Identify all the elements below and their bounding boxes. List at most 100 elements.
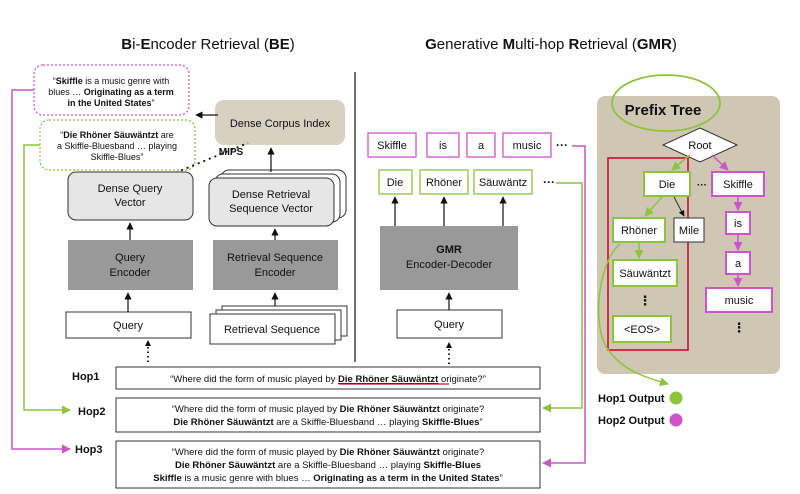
prefix-tree-highlight-ellipse — [611, 74, 721, 132]
retrieval-sequence-box — [209, 313, 336, 345]
hop3-label: Hop3 — [75, 444, 103, 456]
hop2-query-line1: “Where did the form of music played by D… — [172, 404, 485, 415]
tree-node-a — [725, 251, 751, 275]
prefix-tree-title: Prefix Tree — [625, 102, 702, 119]
hop1-output-dot — [669, 391, 683, 405]
be-dotted-arrowhead — [145, 340, 151, 346]
hop3-query-line2: Die Rhöner Säuwäntzt are a Skiffle-Blues… — [175, 460, 481, 471]
connector-gmr-skiffle-to-hop3 — [542, 145, 586, 468]
mips-label: MIPS — [219, 147, 244, 158]
hop1-label: Hop1 — [72, 371, 100, 383]
tree-node-mile-label: Mile — [679, 225, 699, 237]
gmr-top-ellipsis: ··· — [556, 138, 568, 152]
gmr-token-die-label: Die — [387, 177, 404, 189]
connector-be-doc2-to-hop2 — [23, 144, 71, 415]
edge-die-rhoner — [644, 196, 663, 217]
gmr-token-sauwantz-label: Säuwäntz — [479, 177, 527, 189]
gmr-token-is-label: is — [439, 140, 447, 152]
tree-node-rhoner-label: Rhöner — [621, 225, 657, 237]
hop2-output-dot — [669, 413, 683, 427]
tree-vdots-right: ⋮ — [733, 320, 746, 335]
tree-node-skiffle — [711, 171, 765, 197]
gmr-token-music — [502, 132, 552, 158]
retrieval-sequence-label: Retrieval Sequence — [224, 324, 320, 336]
tree-node-music — [705, 287, 773, 313]
tree-node-rhoner — [612, 217, 666, 243]
edge-die-mile — [673, 196, 685, 217]
gmr-token-sauwantz — [473, 169, 533, 195]
curve-tree-to-hop1-output — [597, 243, 669, 386]
be-title: Bi-Encoder Retrieval (BE) — [121, 36, 294, 53]
be-doc-rhoner-line1: “Die Rhöner Säuwäntzt are — [60, 130, 174, 140]
gmr-encoder-decoder — [380, 226, 518, 290]
be-doc-skiffle-line3: in the United States” — [67, 98, 154, 108]
edge-root-skiffle — [711, 154, 729, 171]
hop2-query-line2: Die Rhöner Säuwäntzt are a Skiffle-Blues… — [173, 417, 482, 428]
dense-retrieval-sequence-vector — [208, 177, 335, 227]
gmr-token-a — [466, 132, 496, 158]
hop2-output-label: Hop2 Output — [598, 415, 665, 427]
gmr-bottom-ellipsis: ··· — [543, 175, 555, 189]
dense-retrieval-vector-label-1: Dense Retrieval — [232, 189, 310, 201]
dense-retrieval-vector-label-2: Sequence Vector — [229, 203, 313, 215]
tree-node-a-label: a — [735, 258, 742, 270]
hop3-query-box — [115, 440, 541, 489]
be-doc-rhoner-line2: a Skiffle-Bluesband … playing — [57, 141, 177, 151]
dense-query-vector — [67, 171, 194, 221]
gmr-title: Generative Multi-hop Retrieval (GMR) — [425, 36, 677, 53]
tree-node-mile — [673, 217, 705, 243]
gmr-token-die — [378, 169, 413, 195]
tree-node-root-label: Root — [688, 140, 711, 152]
tree-node-root — [661, 127, 739, 163]
hop1-query-text: “Where did the form of music played by D… — [170, 374, 486, 385]
hop2-query-box — [115, 397, 541, 433]
gmr-query-box — [396, 309, 503, 339]
dense-query-vector-label-1: Dense Query — [98, 183, 163, 195]
gmr-token-skiffle — [367, 132, 417, 158]
gmr-encoder-decoder-label-1: GMR — [436, 244, 462, 256]
tree-node-eos-label: <EOS> — [624, 324, 660, 336]
tree-vdots-left: ⋮ — [639, 293, 652, 308]
gmr-dotted-arrowhead — [446, 342, 452, 348]
be-query-box — [65, 311, 192, 339]
gmr-query-label: Query — [434, 319, 464, 331]
retrieval-encoder-label-1: Retrieval Sequence — [227, 252, 323, 264]
tree-node-sauwantzt-label: Säuwäntzt — [619, 268, 670, 280]
prefix-tree-selected-path — [607, 157, 689, 351]
hop1-output-label: Hop1 Output — [598, 393, 665, 405]
hop2-label: Hop2 — [78, 406, 106, 418]
tree-node-eos — [612, 315, 672, 343]
tree-node-sauwantzt — [612, 259, 678, 287]
query-encoder — [68, 240, 193, 290]
mips-dotted-line — [169, 142, 249, 176]
gmr-token-rhoner — [419, 169, 469, 195]
tree-node-is-label: is — [734, 218, 742, 230]
gmr-token-rhoner-label: Rhöner — [426, 177, 462, 189]
tree-node-music-label: music — [725, 295, 754, 307]
gmr-encoder-decoder-label-2: Encoder-Decoder — [406, 259, 493, 271]
connector-gmr-die-to-hop2 — [542, 182, 583, 413]
query-encoder-label-2: Encoder — [110, 267, 151, 279]
tree-node-die — [643, 171, 691, 197]
tree-node-skiffle-label: Skiffle — [723, 179, 753, 191]
be-doc-skiffle-line1: “Skiffle is a music genre with — [53, 76, 170, 86]
tree-node-is — [725, 211, 751, 235]
gmr-token-is — [426, 132, 460, 158]
retrieval-encoder-label-2: Encoder — [255, 267, 296, 279]
query-encoder-label-1: Query — [115, 252, 145, 264]
hop3-query-line1: “Where did the form of music played by D… — [172, 447, 485, 458]
dense-query-vector-label-2: Vector — [114, 197, 146, 209]
gmr-token-a-label: a — [478, 140, 485, 152]
be-query-label: Query — [113, 320, 143, 332]
connector-be-doc1-to-hop3 — [11, 89, 71, 454]
tree-node-die-label: Die — [659, 179, 676, 191]
retrieval-sequence-encoder — [213, 240, 338, 290]
hop3-query-line3: Skiffle is a music genre with blues … Or… — [153, 473, 503, 484]
dense-corpus-index — [215, 100, 345, 145]
dense-corpus-index-label: Dense Corpus Index — [230, 118, 331, 130]
edge-root-die — [671, 154, 691, 171]
be-doc-skiffle-line2: blues … Originating as a term — [48, 87, 174, 97]
tree-dots: ··· — [697, 180, 707, 191]
gmr-token-skiffle-label: Skiffle — [377, 140, 407, 152]
